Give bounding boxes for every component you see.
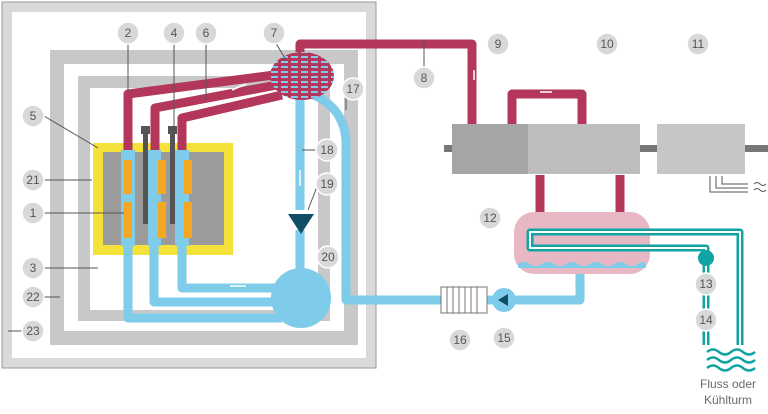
electric-output-icon bbox=[709, 176, 767, 193]
label-badge-text: 16 bbox=[453, 333, 467, 347]
label-badge-text: 18 bbox=[320, 143, 334, 157]
flow-arrows bbox=[230, 70, 552, 287]
label-badge-8: 8 bbox=[412, 66, 436, 90]
label-badge-text: 1 bbox=[30, 206, 37, 220]
steam-pipes bbox=[123, 39, 625, 212]
label-badge-2: 2 bbox=[116, 21, 140, 45]
label-badge-text: 8 bbox=[421, 71, 428, 85]
label-badge-9: 9 bbox=[486, 32, 510, 56]
label-badge-19: 19 bbox=[315, 172, 339, 196]
label-badge-16: 16 bbox=[448, 328, 472, 352]
label-badge-20: 20 bbox=[316, 245, 340, 269]
label-badge-12: 12 bbox=[478, 206, 502, 230]
label-badge-text: 19 bbox=[320, 177, 334, 191]
control-rods bbox=[141, 126, 177, 224]
label-badge-text: 17 bbox=[346, 82, 360, 96]
fuel-elements bbox=[124, 160, 192, 238]
generator bbox=[657, 124, 745, 174]
caption-line-1: Fluss oder bbox=[700, 377, 756, 391]
label-badge-3: 3 bbox=[21, 256, 45, 280]
label-badge-text: 7 bbox=[271, 26, 278, 40]
label-badge-21: 21 bbox=[21, 168, 45, 192]
label-badge-5: 5 bbox=[21, 104, 45, 128]
condenser bbox=[514, 212, 650, 274]
label-badge-text: 2 bbox=[125, 26, 132, 40]
label-badge-text: 20 bbox=[321, 250, 335, 264]
label-badge-17: 17 bbox=[341, 77, 365, 101]
caption-line-2: Kühlturm bbox=[704, 393, 752, 407]
label-badge-text: 6 bbox=[203, 26, 210, 40]
label-badge-18: 18 bbox=[315, 138, 339, 162]
preheater bbox=[440, 286, 488, 314]
steam-drum bbox=[270, 52, 334, 100]
label-badge-text: 22 bbox=[26, 290, 40, 304]
water-waves-icon bbox=[706, 348, 756, 372]
label-badge-text: 14 bbox=[699, 313, 713, 327]
label-badge-15: 15 bbox=[492, 326, 516, 350]
label-badge-text: 15 bbox=[497, 331, 511, 345]
label-badge-text: 3 bbox=[30, 261, 37, 275]
label-badge-1: 1 bbox=[21, 201, 45, 225]
label-badge-6: 6 bbox=[194, 21, 218, 45]
feedwater-pump-arrow bbox=[498, 294, 508, 306]
label-badge-text: 4 bbox=[171, 26, 178, 40]
label-badge-7: 7 bbox=[262, 21, 286, 45]
label-badge-11: 11 bbox=[686, 32, 710, 56]
label-badge-text: 21 bbox=[26, 173, 40, 187]
label-badge-23: 23 bbox=[21, 319, 45, 343]
label-badge-text: 23 bbox=[26, 324, 40, 338]
condenser-water bbox=[518, 262, 646, 268]
label-badge-text: 11 bbox=[692, 37, 705, 51]
label-badge-text: 13 bbox=[699, 277, 713, 291]
label-badge-text: 10 bbox=[600, 37, 614, 51]
label-badge-4: 4 bbox=[162, 21, 186, 45]
label-badge-text: 12 bbox=[483, 211, 497, 225]
high-pressure-turbine bbox=[452, 124, 528, 174]
label-badge-text: 9 bbox=[495, 37, 502, 51]
label-badge-13: 13 bbox=[694, 272, 718, 296]
leader-lines bbox=[8, 39, 425, 332]
label-badge-22: 22 bbox=[21, 285, 45, 309]
low-pressure-turbine bbox=[528, 124, 640, 174]
label-badge-10: 10 bbox=[595, 32, 619, 56]
label-badge-14: 14 bbox=[694, 308, 718, 332]
pump-triangle-icon bbox=[288, 214, 314, 234]
label-badge-text: 5 bbox=[30, 109, 37, 123]
main-coolant-pump bbox=[271, 268, 331, 328]
cooling-water-pump bbox=[698, 250, 714, 266]
